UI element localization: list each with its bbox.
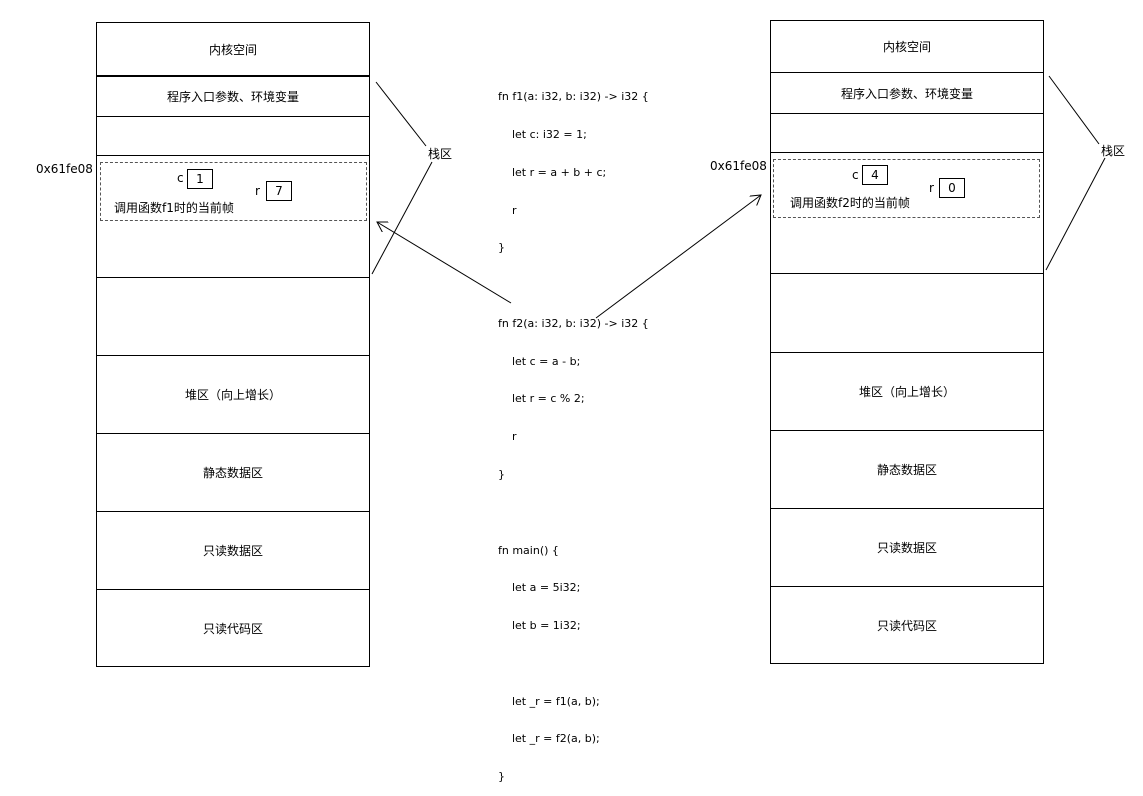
left-stack-label: 栈区	[428, 147, 453, 161]
left-var-r-name: r	[255, 184, 260, 198]
code-line: r	[498, 203, 517, 217]
left-address-label: 0x61fe08	[36, 162, 93, 176]
right-stack-bracket-top	[1048, 75, 1100, 145]
right-var-r-name: r	[929, 181, 934, 195]
right-current-frame	[773, 159, 1040, 218]
code-line	[498, 280, 649, 293]
left-var-c-name: c	[177, 171, 184, 185]
code-line: let r = a + b + c;	[498, 165, 607, 179]
code-line: fn f2(a: i32, b: i32) -> i32 {	[498, 316, 649, 330]
code-line: r	[498, 430, 517, 444]
left-stack-bracket-top	[375, 81, 427, 147]
code-line: }	[498, 241, 505, 255]
left-var-r-value: 7	[266, 181, 292, 201]
right-address-label: 0x61fe08	[710, 159, 767, 173]
code-line: let c = a - b;	[498, 354, 581, 368]
right-var-c-name: c	[852, 168, 859, 182]
code-line: let _r = f2(a, b);	[498, 732, 600, 746]
left-stack-top-line	[96, 116, 370, 156]
code-line: let _r = f1(a, b);	[498, 694, 600, 708]
right-var-c-value: 4	[862, 165, 888, 185]
f1-call-arrow	[377, 222, 512, 304]
left-current-frame	[100, 162, 367, 221]
left-stack-bracket-bottom	[371, 161, 433, 275]
right-stack-bracket-bottom	[1045, 157, 1106, 271]
right-free-segment	[770, 273, 1044, 353]
right-stack-top-line	[770, 113, 1044, 153]
code-line: let c: i32 = 1;	[498, 127, 587, 141]
right-kernel-space: 内核空间	[770, 20, 1044, 73]
right-readonly-code-segment: 只读代码区	[770, 586, 1044, 664]
code-line	[498, 658, 649, 671]
right-static-data-segment: 静态数据区	[770, 430, 1044, 509]
left-frame-caption: 调用函数f1时的当前帧	[114, 201, 234, 215]
code-line: }	[498, 770, 505, 784]
right-args-env-segment: 程序入口参数、环境变量	[770, 72, 1044, 114]
code-line: let r = c % 2;	[498, 392, 585, 406]
left-args-env-segment: 程序入口参数、环境变量	[96, 76, 370, 117]
left-readonly-code-segment: 只读代码区	[96, 589, 370, 667]
code-line: fn f1(a: i32, b: i32) -> i32 {	[498, 90, 649, 104]
code-line: }	[498, 468, 505, 481]
rust-code-listing: fn f1(a: i32, b: i32) -> i32 { let c: i3…	[498, 66, 649, 796]
right-heap-segment: 堆区（向上增长）	[770, 352, 1044, 431]
code-line: fn main() {	[498, 543, 559, 557]
left-heap-segment: 堆区（向上增长）	[96, 355, 370, 434]
code-line: let b = 1i32;	[498, 619, 581, 633]
right-stack-label: 栈区	[1101, 144, 1126, 158]
code-line: let a = 5i32;	[498, 581, 581, 595]
left-static-data-segment: 静态数据区	[96, 433, 370, 512]
right-readonly-data-segment: 只读数据区	[770, 508, 1044, 587]
left-readonly-data-segment: 只读数据区	[96, 511, 370, 590]
left-var-c-value: 1	[187, 169, 213, 189]
left-kernel-space: 内核空间	[96, 22, 370, 76]
code-line	[498, 507, 649, 520]
right-var-r-value: 0	[939, 178, 965, 198]
left-free-segment	[96, 277, 370, 356]
right-frame-caption: 调用函数f2时的当前帧	[790, 196, 910, 210]
